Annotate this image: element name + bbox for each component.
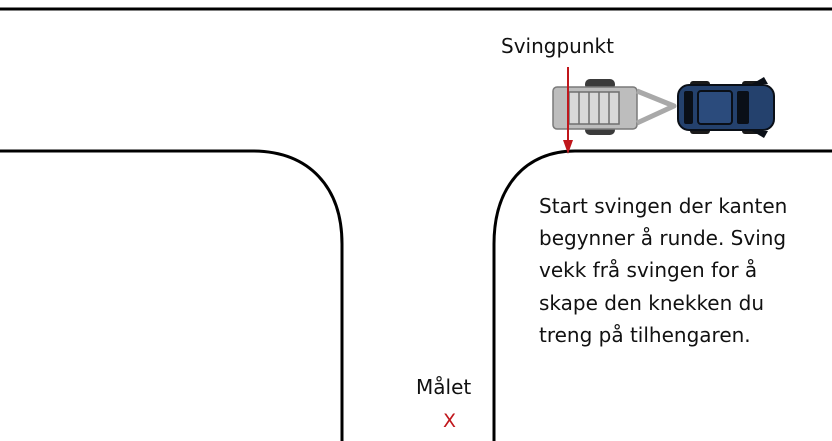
right-road-corner-edge: [492, 149, 832, 441]
trailer-bed: [568, 91, 620, 125]
car-roof: [697, 90, 733, 125]
instruction-line: begynner å runde. Sving: [539, 226, 787, 251]
trailer-top-view-icon: [552, 79, 677, 135]
car-mirror: [752, 131, 768, 138]
trailer-tow-bar: [635, 88, 677, 126]
instruction-line: vekk frå svingen for å: [539, 258, 758, 283]
car-top-view-icon: [677, 77, 775, 138]
car-rear-window: [684, 91, 693, 124]
instruction-line: skape den knekken du: [539, 290, 765, 315]
target-mark: X: [443, 410, 457, 432]
instruction-line: Start svingen der kanten: [539, 194, 788, 218]
instruction-line: treng på tilhengaren.: [539, 322, 751, 347]
turn-point-label: Svingpunkt: [501, 34, 614, 58]
instruction-text: Start svingen der kanten begynner å rund…: [539, 190, 831, 351]
target-label: Målet: [416, 375, 472, 399]
car-mirror: [752, 77, 768, 84]
left-road-corner-edge: [0, 149, 344, 441]
down-arrow-icon: [563, 67, 573, 154]
car-windshield: [737, 91, 749, 124]
